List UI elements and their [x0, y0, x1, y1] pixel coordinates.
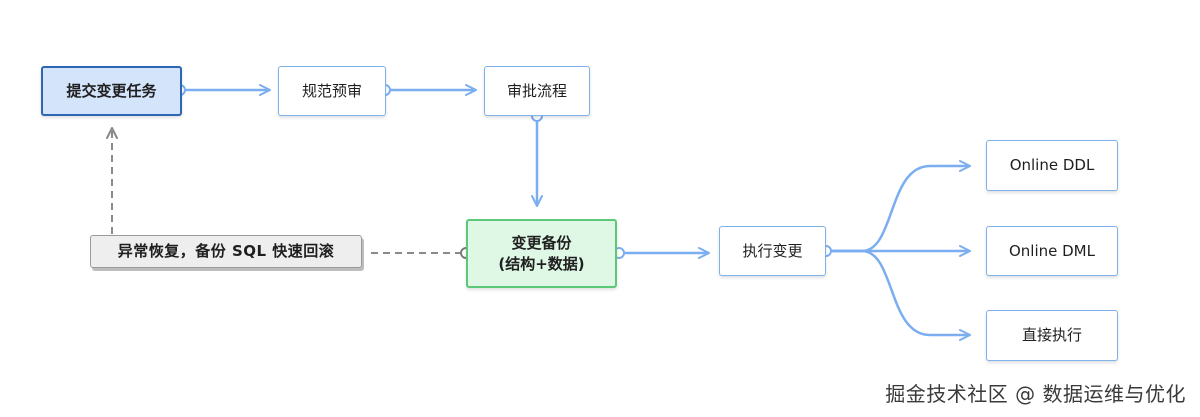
node-change-backup[interactable]: 变更备份 (结构+数据): [466, 219, 617, 288]
node-rollback-recovery[interactable]: 异常恢复，备份 SQL 快速回滚: [90, 235, 362, 268]
edge-execute-to-online-ddl: [830, 160, 971, 253]
node-direct-execute[interactable]: 直接执行: [986, 310, 1118, 361]
node-approval-flow[interactable]: 审批流程: [484, 66, 590, 116]
node-spec-precheck[interactable]: 规范预审: [278, 66, 386, 116]
watermark: 掘金技术社区 @ 数据运维与优化: [885, 382, 1186, 406]
node-execute-change[interactable]: 执行变更: [719, 226, 826, 276]
node-online-ddl[interactable]: Online DDL: [986, 140, 1118, 191]
node-online-dml[interactable]: Online DML: [986, 226, 1118, 276]
node-submit-change-task[interactable]: 提交变更任务: [41, 66, 182, 116]
edge-execute-to-direct: [830, 249, 971, 341]
